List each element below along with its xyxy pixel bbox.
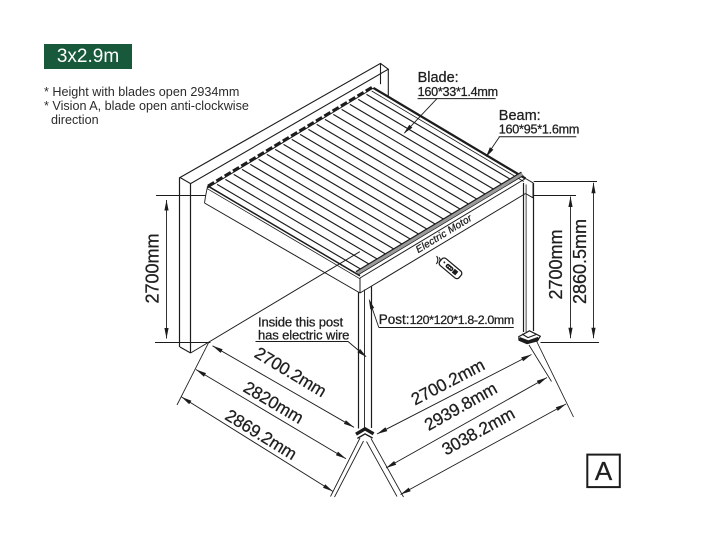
svg-text:2700mm: 2700mm (143, 233, 163, 303)
svg-text:2700mm: 2700mm (546, 229, 566, 299)
svg-text:Beam:: Beam: (499, 108, 541, 124)
svg-text:Inside this post: Inside this post (258, 315, 343, 330)
svg-text:2860.5mm: 2860.5mm (570, 219, 590, 304)
svg-text:Blade:: Blade: (418, 70, 459, 86)
svg-text:160*33*1.4mm: 160*33*1.4mm (418, 85, 498, 99)
svg-text:has electric wire: has electric wire (258, 328, 349, 343)
svg-text:A: A (595, 456, 613, 486)
svg-text:160*95*1.6mm: 160*95*1.6mm (499, 123, 579, 137)
svg-text:Post:120*120*1.8-2.0mm: Post:120*120*1.8-2.0mm (379, 312, 514, 327)
